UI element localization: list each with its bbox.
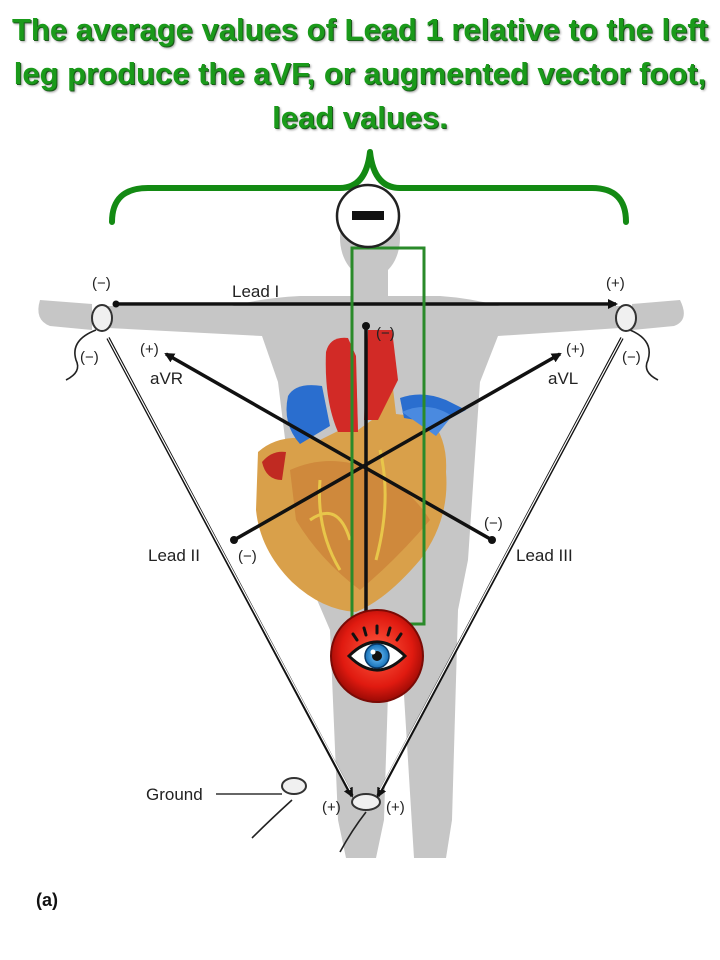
electrode-left-leg <box>351 793 381 811</box>
eye-icon <box>330 609 424 703</box>
curly-brace <box>109 149 629 225</box>
headline: The average values of Lead 1 relative to… <box>11 12 709 135</box>
lead-i-origin-dot <box>112 300 120 308</box>
label-avl: aVL <box>548 369 578 388</box>
avl-origin-dot <box>230 536 238 544</box>
sign-avf-neg: (−) <box>376 325 395 342</box>
avl-line <box>233 352 562 542</box>
electrode-cables <box>65 329 659 853</box>
sign-lead-iii-pos: (+) <box>386 799 405 816</box>
electrode-left-arm <box>615 304 637 332</box>
avf-origin-dot <box>362 322 370 330</box>
minus-circle-icon <box>335 183 401 249</box>
sign-lead-ii-pos: (+) <box>322 799 341 816</box>
label-lead-ii: Lead II <box>148 546 200 565</box>
avr-origin-dot <box>488 536 496 544</box>
lead-line-highlights <box>107 337 623 791</box>
sign-avr-pos: (+) <box>140 341 159 358</box>
label-lead-iii: Lead III <box>516 546 573 565</box>
label-panel-a: (a) <box>36 890 58 910</box>
sign-left-arm-neg: (−) <box>622 349 641 366</box>
label-avr: aVR <box>150 369 183 388</box>
sign-lead-i-neg: (−) <box>92 275 111 292</box>
sign-lead-i-pos: (+) <box>606 275 625 292</box>
avr-line <box>164 352 493 542</box>
sign-avl-neg: (−) <box>238 548 257 565</box>
sign-right-arm-neg: (−) <box>80 349 99 366</box>
electrode-right-arm <box>91 304 113 332</box>
label-lead-i: Lead I <box>232 282 279 301</box>
sign-avr-neg: (−) <box>484 515 503 532</box>
label-ground: Ground <box>146 785 203 804</box>
electrode-right-leg <box>281 777 307 795</box>
sign-avl-pos: (+) <box>566 341 585 358</box>
